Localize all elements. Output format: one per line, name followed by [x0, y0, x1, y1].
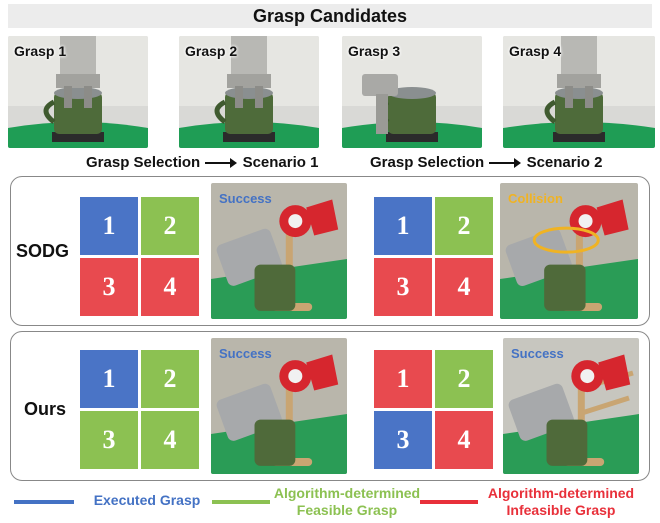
scenario-2-selection-text: Grasp Selection [370, 154, 485, 171]
legend-executed-swatch [14, 500, 74, 504]
title-bar: Grasp Candidates [8, 4, 652, 28]
result-status-ours-scenario-2: Success [511, 346, 564, 361]
grid-cell-ours-s1-grasp-4: 4 [141, 411, 199, 469]
grid-cell-sodg-s1-grasp-1: 1 [80, 197, 138, 255]
scenario-1-name: Scenario 1 [242, 154, 319, 171]
grid-cell-ours-s2-grasp-3: 3 [374, 411, 432, 469]
result-photo-ours-scenario-2: Success [503, 338, 639, 474]
robot-placing-mug-illustration [211, 183, 347, 319]
legend-infeasible-swatch [420, 500, 478, 504]
grid-cell-sodg-s1-grasp-4: 4 [141, 258, 199, 316]
row-label-ours: Ours [24, 399, 67, 419]
legend-executed-text: Executed Grasp [93, 492, 201, 508]
sodg-panel [10, 176, 650, 326]
result-photo-sodg-scenario-1: Success [211, 183, 347, 319]
scenario-1-caption: Grasp Selection Scenario 1 [86, 154, 318, 171]
grid-cell-ours-s1-grasp-1: 1 [80, 350, 138, 408]
grid-cell-sodg-s1-grasp-2: 2 [141, 197, 199, 255]
grasp-photo-3: Grasp 3 [342, 36, 482, 148]
grid-cell-sodg-s2-grasp-1: 1 [374, 197, 432, 255]
robot-gripper-mug-illustration [8, 36, 148, 148]
result-photo-sodg-scenario-2: Collision [500, 183, 638, 319]
grasp-label-1: Grasp 1 [14, 43, 67, 59]
grasp-label-4: Grasp 4 [509, 43, 562, 59]
legend-infeasible-text: Algorithm-determined Infeasible Grasp [487, 485, 635, 518]
row-label-sodg: SODG [16, 241, 70, 261]
scenario-2-caption: Grasp Selection Scenario 2 [370, 154, 602, 171]
grid-cell-sodg-s2-grasp-2: 2 [435, 197, 493, 255]
ours-panel [10, 331, 650, 481]
robot-placing-mug-illustration [503, 338, 639, 474]
scenario-2-name: Scenario 2 [526, 154, 603, 171]
grid-cell-ours-s1-grasp-3: 3 [80, 411, 138, 469]
arrow-right-icon [205, 158, 238, 169]
result-photo-ours-scenario-1: Success [211, 338, 347, 474]
figure-title: Grasp Candidates [252, 6, 408, 26]
robot-gripper-mug-illustration [503, 36, 655, 148]
legend-feasible-swatch [212, 500, 270, 504]
grid-cell-sodg-s2-grasp-3: 3 [374, 258, 432, 316]
grasp-photo-2: Grasp 2 [179, 36, 319, 148]
grasp-label-3: Grasp 3 [348, 43, 401, 59]
robot-placing-mug-illustration [211, 338, 347, 474]
legend-feasible-text: Algorithm-determined Feasible Grasp [273, 485, 421, 518]
grid-cell-sodg-s2-grasp-4: 4 [435, 258, 493, 316]
grid-cell-ours-s2-grasp-2: 2 [435, 350, 493, 408]
grid-cell-ours-s1-grasp-2: 2 [141, 350, 199, 408]
robot-placing-mug-illustration [500, 183, 638, 319]
robot-gripper-mug-illustration [179, 36, 319, 148]
grid-cell-ours-s2-grasp-4: 4 [435, 411, 493, 469]
result-status-ours-scenario-1: Success [219, 346, 272, 361]
robot-gripper-mug-illustration [342, 36, 482, 148]
arrow-right-icon [489, 158, 522, 169]
grasp-photo-1: Grasp 1 [8, 36, 148, 148]
grasp-photo-4: Grasp 4 [503, 36, 655, 148]
scenario-1-selection-text: Grasp Selection [86, 154, 201, 171]
result-status-sodg-scenario-2: Collision [508, 191, 563, 206]
grasp-label-2: Grasp 2 [185, 43, 238, 59]
result-status-sodg-scenario-1: Success [219, 191, 272, 206]
grid-cell-sodg-s1-grasp-3: 3 [80, 258, 138, 316]
grid-cell-ours-s2-grasp-1: 1 [374, 350, 432, 408]
